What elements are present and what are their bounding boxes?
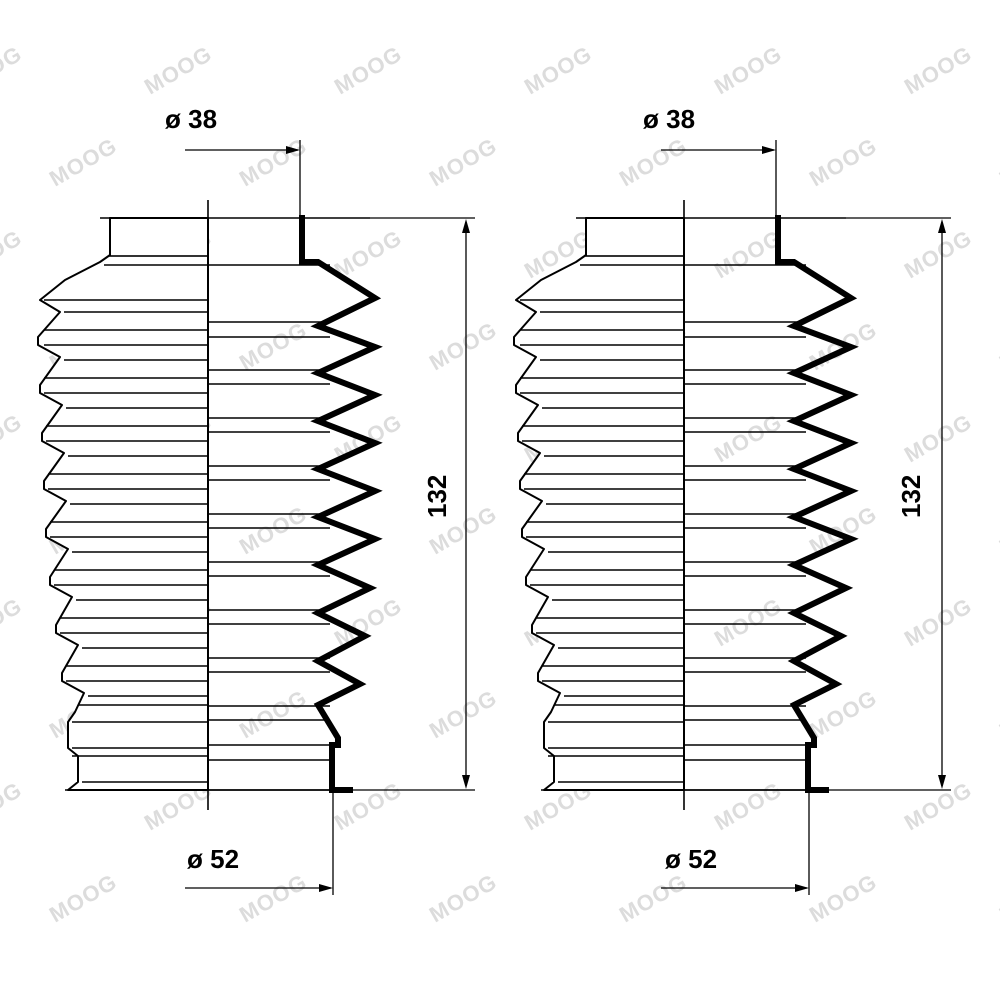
watermark-text: MOOG (710, 41, 786, 99)
length-arrow-bottom (938, 775, 946, 789)
length-label-1: 132 (422, 475, 452, 518)
watermark-text: MOOG (45, 869, 121, 927)
watermark-text: MOOG (140, 41, 216, 99)
watermark-text: MOOG (0, 409, 26, 467)
watermark-text: MOOG (900, 777, 976, 835)
watermark-text: MOOG (995, 869, 1000, 927)
large-diameter-label-1: ø 52 (187, 844, 239, 874)
length-arrow-top (938, 219, 946, 233)
large-diameter-arrow (795, 884, 809, 892)
watermark-text: MOOG (330, 41, 406, 99)
boot-drawing-1 (37, 140, 475, 895)
length-arrow-bottom (462, 775, 470, 789)
watermark-text: MOOG (235, 685, 311, 743)
watermark-text: MOOG (330, 777, 406, 835)
large-diameter-arrow (319, 884, 333, 892)
boot-drawing-2 (513, 140, 951, 895)
small-diameter-label-2: ø 38 (643, 104, 695, 134)
watermark-text: MOOG (615, 869, 691, 927)
watermark-text: MOOG (710, 777, 786, 835)
watermark-text: MOOG (995, 501, 1000, 559)
watermark-text: MOOG (425, 869, 501, 927)
watermark-text: MOOG (235, 869, 311, 927)
watermark-text: MOOG (425, 317, 501, 375)
watermark-text: MOOG (900, 41, 976, 99)
watermark-text: MOOG (235, 501, 311, 559)
watermark-text: MOOG (805, 869, 881, 927)
small-diameter-arrow (286, 146, 300, 154)
large-diameter-label-2: ø 52 (665, 844, 717, 874)
watermark-text: MOOG (0, 777, 26, 835)
small-diameter-label-1: ø 38 (165, 104, 217, 134)
watermark-text: MOOG (235, 317, 311, 375)
wall-profile (299, 215, 383, 793)
length-arrow-top (462, 219, 470, 233)
watermark-text: MOOG (615, 133, 691, 191)
watermark-text: MOOG (900, 409, 976, 467)
wall-profile (775, 215, 859, 793)
small-diameter-arrow (762, 146, 776, 154)
watermark-text: MOOG (0, 225, 26, 283)
watermark-text: MOOG (0, 41, 26, 99)
watermark-text: MOOG (0, 593, 26, 651)
watermark-text: MOOG (805, 133, 881, 191)
watermark-text: MOOG (425, 133, 501, 191)
watermark-text: MOOG (900, 593, 976, 651)
length-label-2: 132 (896, 475, 926, 518)
watermark-text: MOOG (995, 317, 1000, 375)
watermark-text: MOOG (710, 225, 786, 283)
watermark-text: MOOG (520, 41, 596, 99)
watermark-text: MOOG (900, 225, 976, 283)
watermark-text: MOOG (45, 133, 121, 191)
watermark-text: MOOG (425, 685, 501, 743)
watermark-text: MOOG (995, 133, 1000, 191)
watermark-text: MOOG (710, 593, 786, 651)
watermark-text: MOOG (995, 685, 1000, 743)
